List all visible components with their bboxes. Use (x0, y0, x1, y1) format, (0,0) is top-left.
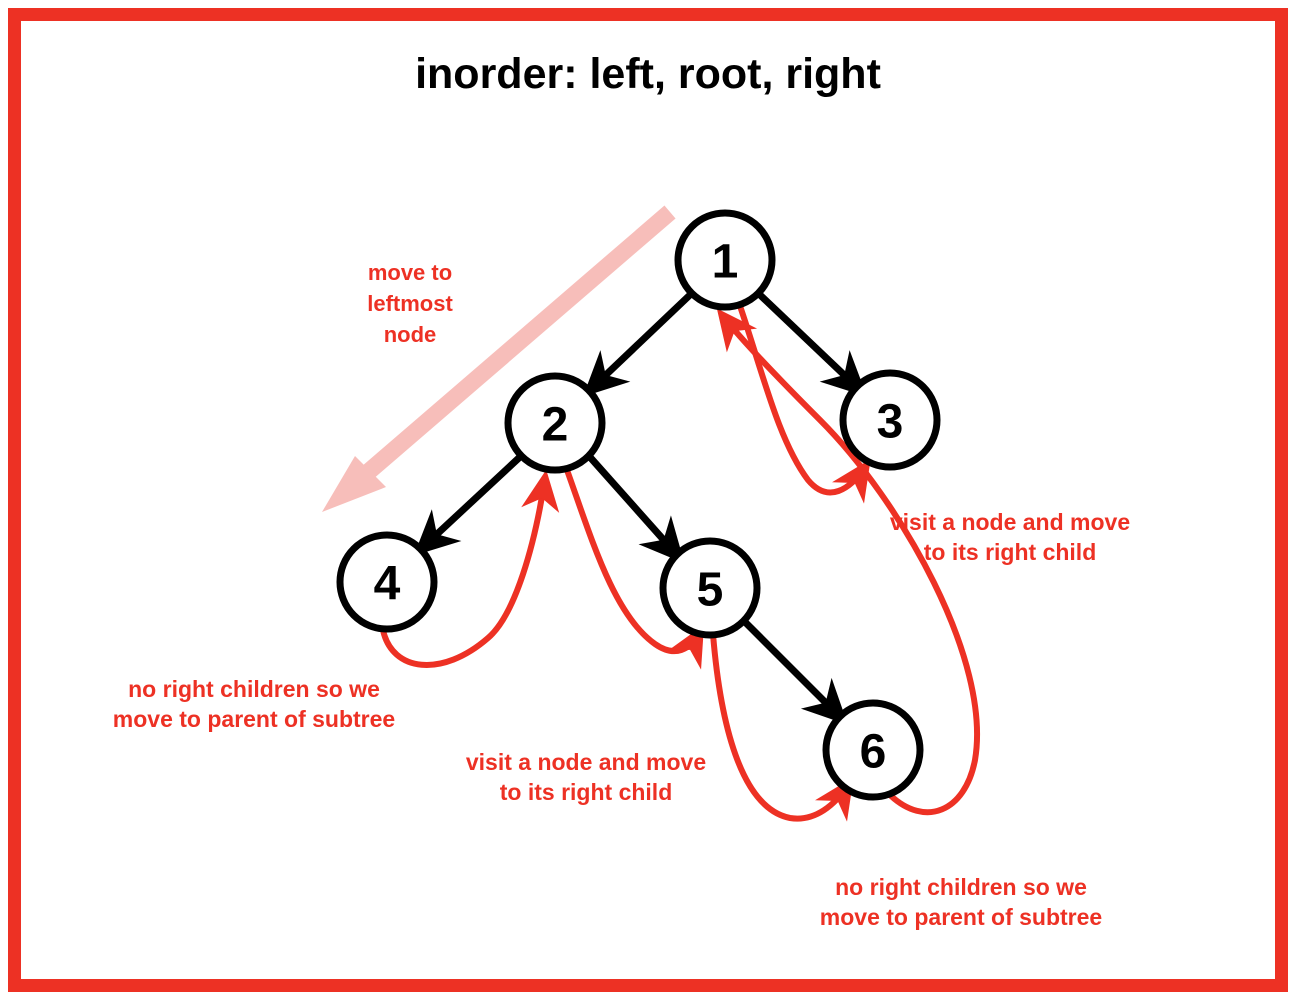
annotation-line: to its right child (500, 779, 673, 805)
annotation-line: move to parent of subtree (820, 904, 1102, 930)
page-title: inorder: left, root, right (415, 50, 881, 98)
node-circle-6[interactable] (822, 699, 924, 801)
node-label-1: 1 (712, 236, 739, 289)
tree-edge-1-to-3 (755, 290, 868, 397)
tree-node-6[interactable]: 6 (822, 699, 924, 801)
tree-node-5[interactable]: 5 (659, 537, 761, 639)
traversal-edge-1-to-3 (737, 303, 871, 504)
traversal-edge-4-to-2 (380, 469, 560, 668)
node-label-2: 2 (542, 399, 569, 452)
traversal-edge-5-to-6 (710, 631, 854, 822)
tree-node-4[interactable]: 4 (336, 531, 438, 633)
annotation-line: no right children so we (835, 874, 1087, 900)
annotation-line: visit a node and move (466, 749, 706, 775)
annotation-line: node (384, 322, 437, 347)
tree-edge-2-to-5 (586, 453, 685, 564)
node-label-6: 6 (860, 726, 887, 779)
annotation-line: move to (368, 260, 452, 285)
annotation-line: visit a node and move (890, 509, 1130, 535)
node-circle-4[interactable] (336, 531, 438, 633)
tree-node-2[interactable]: 2 (504, 372, 606, 474)
annotation-line: no right children so we (128, 676, 380, 702)
hint-arrow-shaft (346, 205, 676, 493)
node-label-5: 5 (697, 564, 724, 617)
tree-edges (413, 290, 868, 725)
tree-edge-5-to-6 (741, 618, 848, 725)
tree-nodes: 1 2 3 4 5 6 (336, 209, 941, 801)
tree-edge-2-to-4 (413, 453, 524, 556)
node-circle-3[interactable] (839, 369, 941, 471)
tree-node-3[interactable]: 3 (839, 369, 941, 471)
annotations: move to leftmost node visit a node and m… (113, 260, 1130, 930)
node-label-3: 3 (877, 396, 904, 449)
tree-edge-1-to-2 (582, 290, 695, 397)
traversal-edge-6-to-1 (716, 308, 980, 816)
annotation-no-right-children-left: no right children so we move to parent o… (113, 676, 395, 732)
annotation-visit-right-child-bottom: visit a node and move to its right child (466, 749, 706, 805)
traversal-edge-2-to-5 (564, 467, 705, 670)
annotation-line: leftmost (367, 291, 453, 316)
annotation-line: to its right child (924, 539, 1097, 565)
node-circle-1[interactable] (674, 209, 776, 311)
hint-arrow-head (322, 456, 386, 512)
annotation-no-right-children-bottom: no right children so we move to parent o… (820, 874, 1102, 930)
node-label-4: 4 (374, 558, 401, 611)
annotation-visit-right-child-top: visit a node and move to its right child (890, 509, 1130, 565)
tree-node-1[interactable]: 1 (674, 209, 776, 311)
annotation-move-to-leftmost: move to leftmost node (367, 260, 453, 347)
traversal-edges (380, 303, 980, 822)
annotation-line: move to parent of subtree (113, 706, 395, 732)
move-to-leftmost-hint-arrow (322, 205, 676, 512)
node-circle-5[interactable] (659, 537, 761, 639)
node-circle-2[interactable] (504, 372, 606, 474)
